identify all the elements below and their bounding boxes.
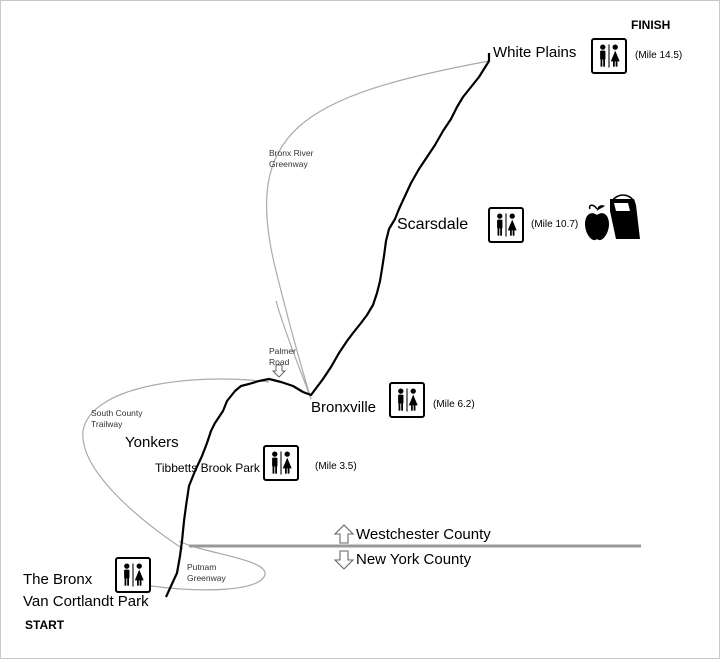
arrow-up-icon	[333, 524, 355, 544]
bronxville-label: Bronxville	[311, 399, 377, 416]
arrow-down-icon	[333, 550, 355, 570]
tibbetts-brook-park-label: Tibbetts Brook Park	[155, 461, 260, 475]
finish-label: FINISH	[631, 18, 671, 32]
yonkers-label: Yonkers	[125, 434, 179, 451]
bronx-river-greenway-label: Bronx River Greenway	[269, 148, 314, 169]
white-plains-mile-label: (Mile 14.5)	[635, 50, 683, 61]
white-plains-label: White Plains	[493, 44, 577, 61]
the-bronx-label: The Bronx	[23, 571, 93, 588]
south-county-trailway-path	[82, 378, 270, 550]
putnam-greenway-label: Putnam Greenway	[187, 562, 226, 583]
van-cortlandt-park-label: Van Cortlandt Park	[23, 593, 149, 610]
restroom-icon	[488, 207, 524, 243]
apple-icon	[585, 204, 609, 241]
bronx-river-greenway-path	[265, 60, 490, 400]
restroom-icon	[591, 38, 627, 74]
palmer-road-arrow-icon	[271, 364, 287, 378]
restroom-icon	[263, 445, 299, 481]
putnam-greenway-path	[150, 540, 266, 591]
westchester-county-label: Westchester County	[356, 526, 491, 543]
palmer-road-label: Palmer Road	[269, 346, 296, 367]
scarsdale-mile-label: (Mile 10.7)	[531, 219, 579, 230]
restroom-icon	[389, 382, 425, 418]
tibbetts-mile-label: (Mile 3.5)	[315, 461, 357, 472]
bronxville-mile-label: (Mile 6.2)	[433, 399, 475, 410]
scarsdale-label: Scarsdale	[397, 216, 469, 233]
start-label: START	[25, 618, 65, 632]
south-county-trailway-label: South County Trailway	[91, 408, 143, 429]
new-york-county-label: New York County	[356, 551, 472, 568]
race-route-path	[164, 53, 491, 598]
grocery-bag-icon	[610, 194, 640, 239]
restroom-icon	[115, 557, 151, 593]
